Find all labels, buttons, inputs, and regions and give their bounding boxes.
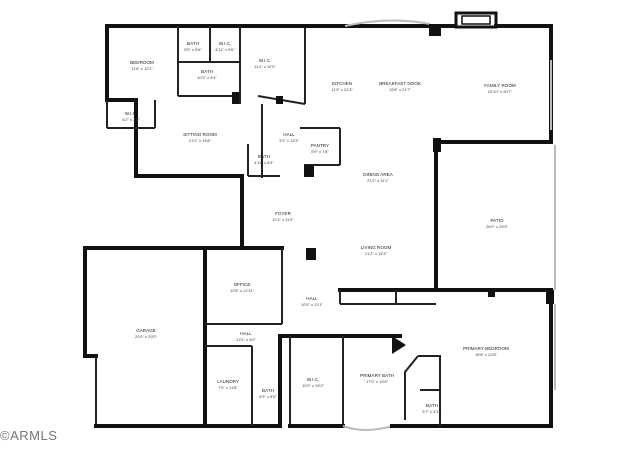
room-breakfast-nook: BREAKFAST NOOK 15'8" x 21'7" <box>379 81 422 92</box>
room-dim: 20'0" x 29'0" <box>135 334 158 339</box>
room-pantry: PANTRY 5'9" x 7'8" <box>311 143 329 154</box>
room-dim: 13'1" x 6'0" <box>236 337 256 342</box>
room-kitchen: KITCHEN 11'9" x 21'3" <box>331 81 353 92</box>
room-name: DINING AREA <box>363 172 394 177</box>
room-name: W.I.C. <box>307 377 320 382</box>
room-dim: 21'2" x 14'8" <box>189 138 212 143</box>
room-dim: 12'8" x 12'11" <box>230 288 254 293</box>
room-wic-primary: W.I.C. 10'0" x 15'2" <box>302 377 325 388</box>
room-dim: 26'0" x 25'5" <box>486 224 509 229</box>
room-garage: GARAGE 20'0" x 29'0" <box>135 328 158 339</box>
room-dim: 20'10" x 20'7" <box>488 89 513 94</box>
room-name: PRIMARY BATH <box>360 373 394 378</box>
room-dim: 5'3" x 8'5" <box>259 394 277 399</box>
room-dining-area: DINING AREA 21'2" x 11'1" <box>363 172 394 183</box>
room-name: BATH <box>258 154 270 159</box>
room-primary-bath: PRIMARY BATH 17'0" x 15'8" <box>360 373 394 384</box>
room-dim: 15'8" x 21'7" <box>389 87 412 92</box>
room-name: W.I.C. <box>219 41 232 46</box>
room-dim: 10'0" x 15'2" <box>302 383 325 388</box>
room-name: FOYER <box>275 211 292 216</box>
room-name: KITCHEN <box>332 81 352 86</box>
room-sitting-room: SITTING ROOM 21'2" x 14'8" <box>183 132 217 143</box>
room-dim: 7'9" x 11'8" <box>218 385 238 390</box>
room-wic-top: W.I.C. 4'11" x 5'6" <box>215 41 235 52</box>
room-hall-lower: HALL 13'1" x 6'0" <box>236 331 256 342</box>
room-bath-top: BATH 5'5" x 5'6" <box>184 41 202 52</box>
room-name: BEDROOM <box>130 60 154 65</box>
room-name: OFFICE <box>234 282 251 287</box>
room-dim: 3'3" x 13'3" <box>279 138 299 143</box>
room-bath-lower: BATH 5'3" x 8'5" <box>259 388 277 399</box>
room-dim: 11'9" x 21'3" <box>331 87 353 92</box>
room-hall-upper: HALL 3'3" x 13'3" <box>279 132 299 143</box>
room-laundry: LAUNDRY 7'9" x 11'8" <box>217 379 239 390</box>
room-dim: 4'11" x 5'3" <box>254 160 274 165</box>
room-office: OFFICE 12'8" x 12'11" <box>230 282 254 293</box>
room-bedroom: BEDROOM 11'6" x 12'2" <box>130 60 154 71</box>
room-dim: 5'9" x 7'8" <box>311 149 329 154</box>
room-wic-left: W.I.C. 6'2" x 3'5" <box>122 111 140 122</box>
room-name: HALL <box>240 331 252 336</box>
room-dim: 11'6" x 12'2" <box>131 66 153 71</box>
room-dim: 12'4" x 11'6" <box>272 217 294 222</box>
room-name: LIVING ROOM <box>361 245 392 250</box>
room-name: BATH <box>187 41 199 46</box>
room-bath-small: BATH 4'11" x 5'3" <box>254 154 274 165</box>
room-dim: 21'2" x 11'1" <box>367 178 389 183</box>
room-name: PRIMARY BEDROOM <box>463 346 509 351</box>
room-hall-center: HALL 10'5" x 13'1" <box>301 296 324 307</box>
room-name: W.I.C. <box>125 111 138 116</box>
room-patio: PATIO 26'0" x 25'5" <box>486 218 509 229</box>
room-name: GARAGE <box>136 328 156 333</box>
room-dim: 11'4" x 12'0" <box>254 64 276 69</box>
room-name: HALL <box>283 132 295 137</box>
room-bath-corner: BATH 3'7" x 3'11" <box>422 403 442 414</box>
room-name: LAUNDRY <box>217 379 239 384</box>
room-dim: 10'3" x 3'4" <box>197 75 217 80</box>
watermark: ©ARMLS <box>0 428 58 443</box>
walls <box>83 11 556 431</box>
room-living-room: LIVING ROOM 21'2" x 14'3" <box>361 245 392 256</box>
room-dim: 5'5" x 5'6" <box>184 47 202 52</box>
room-dim: 3'7" x 3'11" <box>422 409 442 414</box>
room-bath-mid: BATH 10'3" x 3'4" <box>197 69 217 80</box>
room-name: HALL <box>306 296 318 301</box>
room-name: BREAKFAST NOOK <box>379 81 422 86</box>
room-dim: 17'0" x 15'8" <box>366 379 389 384</box>
room-wic-upper: W.I.C. 11'4" x 12'0" <box>254 58 276 69</box>
room-family-room: FAMILY ROOM 20'10" x 20'7" <box>484 83 516 94</box>
room-name: PATIO <box>490 218 504 223</box>
room-name: W.I.C. <box>259 58 272 63</box>
room-primary-bedroom: PRIMARY BEDROOM 16'8" x 22'8" <box>463 346 509 357</box>
room-name: BATH <box>426 403 438 408</box>
room-name: BATH <box>262 388 274 393</box>
room-name: SITTING ROOM <box>183 132 217 137</box>
room-dim: 4'11" x 5'6" <box>215 47 235 52</box>
room-dim: 6'2" x 3'5" <box>122 117 140 122</box>
room-foyer: FOYER 12'4" x 11'6" <box>272 211 294 222</box>
room-dim: 21'2" x 14'3" <box>365 251 388 256</box>
room-labels: BEDROOM 11'6" x 12'2" BATH 5'5" x 5'6" W… <box>122 41 516 414</box>
room-dim: 16'8" x 22'8" <box>475 352 498 357</box>
room-name: FAMILY ROOM <box>484 83 516 88</box>
room-dim: 10'5" x 13'1" <box>301 302 324 307</box>
room-name: PANTRY <box>311 143 329 148</box>
room-name: BATH <box>201 69 213 74</box>
